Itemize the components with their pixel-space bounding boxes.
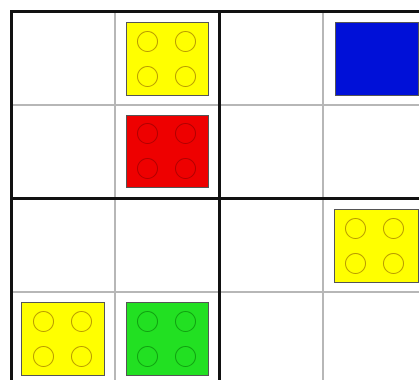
stud-icon (71, 311, 92, 332)
stud-icon (345, 218, 366, 239)
grid-line-vertical (114, 12, 116, 380)
stud-icon (33, 311, 54, 332)
red-brick-piece[interactable] (126, 115, 209, 188)
stud-icon (137, 31, 158, 52)
cell-r2-c4[interactable] (325, 106, 419, 197)
grid-line-thick-vertical (218, 10, 221, 380)
stud-icon (175, 66, 196, 87)
yellow-brick-piece[interactable] (126, 22, 209, 96)
stud-icon (175, 158, 196, 179)
blue-brick-piece[interactable] (335, 22, 419, 96)
cell-r3-c3[interactable] (220, 200, 322, 291)
grid-line-thick-horizontal (10, 197, 419, 200)
cell-r4-c4[interactable] (325, 293, 419, 380)
cell-r1-c1[interactable] (12, 12, 114, 104)
yellow-brick-piece[interactable] (334, 209, 419, 283)
yellow-brick-piece[interactable] (21, 302, 105, 376)
stud-icon (137, 346, 158, 367)
stud-icon (175, 31, 196, 52)
stud-icon (137, 66, 158, 87)
cell-r3-c1[interactable] (12, 200, 114, 291)
stud-icon (175, 123, 196, 144)
stud-icon (345, 253, 366, 274)
stud-icon (33, 346, 54, 367)
stud-icon (71, 346, 92, 367)
stud-icon (137, 311, 158, 332)
stud-icon (383, 253, 404, 274)
grid-line-horizontal (12, 104, 419, 106)
cell-r3-c2[interactable] (116, 200, 218, 291)
stud-icon (175, 311, 196, 332)
cell-r1-c3[interactable] (220, 12, 322, 104)
stud-icon (137, 123, 158, 144)
cell-r4-c3[interactable] (220, 293, 322, 380)
stud-icon (137, 158, 158, 179)
grid-line-thick-horizontal (10, 10, 419, 13)
grid-line-thick-vertical (10, 10, 13, 380)
grid-line-vertical (322, 12, 324, 380)
stud-icon (383, 218, 404, 239)
stud-icon (175, 346, 196, 367)
cell-r2-c3[interactable] (220, 106, 322, 197)
green-brick-piece[interactable] (126, 302, 209, 376)
cell-r2-c1[interactable] (12, 106, 114, 197)
grid-line-horizontal (12, 291, 419, 293)
